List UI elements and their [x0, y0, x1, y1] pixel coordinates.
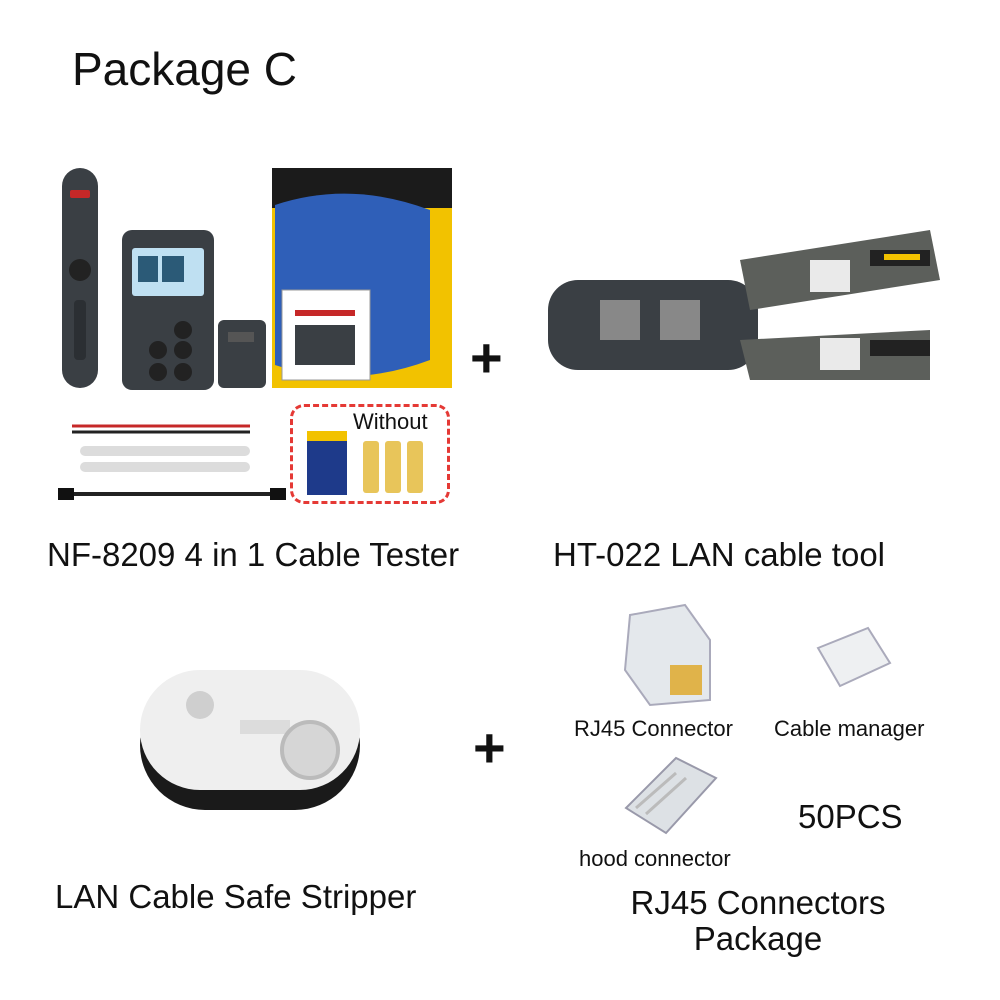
lan-tool-caption: HT-022 LAN cable tool: [553, 536, 886, 573]
lan-cable-tool-image: [540, 220, 960, 410]
cable-manager-image: [808, 618, 898, 698]
crimper-illustration: [548, 230, 940, 380]
without-label: Without: [353, 409, 428, 434]
stripper-image: [130, 660, 370, 830]
rj45-connector-image: [610, 600, 720, 710]
stripper-illustration: [140, 670, 360, 810]
plus-symbol-top: +: [470, 326, 503, 389]
cable-tester-caption: NF-8209 4 in 1 Cable Tester: [47, 536, 460, 573]
stripper-caption: LAN Cable Safe Stripper: [55, 878, 417, 915]
hood-connector-image: [616, 748, 726, 838]
package-title: Package C: [72, 43, 298, 95]
rj45-connector-label: RJ45 Connector: [574, 716, 733, 741]
quantity-label: 50PCS: [798, 798, 903, 835]
batteries-not-included-box: Without: [290, 404, 450, 504]
cable-tester-illustration: [58, 168, 452, 500]
cable-manager-label: Cable manager: [774, 716, 925, 741]
hood-connector-label: hood connector: [579, 846, 731, 871]
connectors-caption-line1: RJ45 Connectors: [630, 884, 886, 921]
cable-tester-image: [50, 160, 460, 510]
rj45-connector-illustration: [623, 603, 711, 707]
battery-icon: [307, 431, 423, 495]
hood-connector-illustration: [624, 756, 718, 835]
connectors-caption-line2: Package: [693, 920, 823, 957]
cable-manager-illustration: [816, 626, 892, 688]
plus-symbol-bottom: +: [473, 716, 506, 779]
